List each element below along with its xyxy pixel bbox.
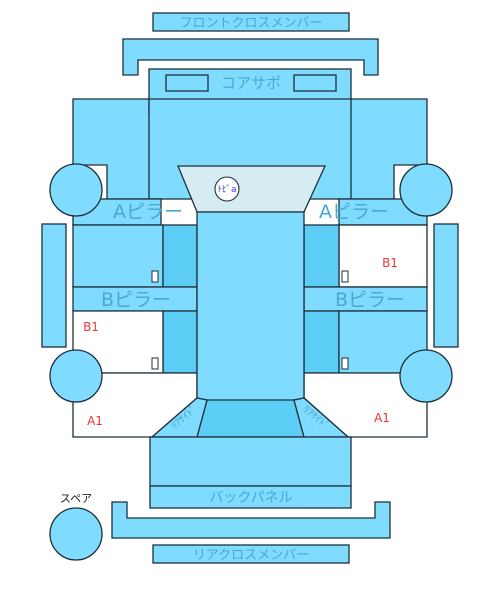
back-panel[interactable]: バックパネル xyxy=(149,485,352,509)
rear-left-wheel[interactable] xyxy=(49,349,103,403)
rear-bumper[interactable] xyxy=(111,501,391,539)
spare-label: スペア xyxy=(60,492,92,505)
rear-window[interactable] xyxy=(196,399,305,438)
front-bumper-bracket[interactable] xyxy=(122,38,379,76)
damage-b1-right: B1 xyxy=(382,256,398,270)
damage-a1-right: A1 xyxy=(374,411,390,425)
rear-cross-member[interactable]: リアクロスメンバー xyxy=(152,544,350,564)
right-inner-pillar-rear[interactable] xyxy=(303,310,340,374)
right-rocker-panel[interactable] xyxy=(433,223,459,348)
rear-cross-member-label: リアクロスメンバー xyxy=(193,548,309,563)
front-left-wheel[interactable] xyxy=(49,163,103,217)
left-rear-door-handle xyxy=(151,357,159,370)
damage-b1-left: B1 xyxy=(83,320,99,334)
spare-tire[interactable] xyxy=(49,507,103,561)
front-right-wheel[interactable] xyxy=(399,163,453,217)
damage-a1-left: A1 xyxy=(87,414,103,428)
a-pillar-right-label: Aピラー xyxy=(319,201,389,223)
back-panel-label: バックパネル xyxy=(209,490,292,506)
b-pillar-right-label: Bピラー xyxy=(335,289,405,311)
left-rocker-panel[interactable] xyxy=(41,223,67,348)
right-front-door-handle xyxy=(341,270,349,283)
roof-marker-label: ﾄﾋﾟa xyxy=(217,184,236,195)
rear-right-wheel[interactable] xyxy=(399,349,453,403)
left-front-door-handle xyxy=(151,270,159,283)
trunk[interactable] xyxy=(149,436,352,487)
left-front-door[interactable] xyxy=(72,224,164,288)
a-pillar-left-label: Aピラー xyxy=(113,201,183,223)
right-rear-door-handle xyxy=(341,357,349,370)
windshield[interactable] xyxy=(177,165,327,213)
roof-marker[interactable] xyxy=(214,176,240,202)
front-cross-member-label: フロントクロスメンバー xyxy=(179,16,322,31)
left-inner-pillar-front[interactable] xyxy=(162,224,198,288)
front-cross-member[interactable]: フロントクロスメンバー xyxy=(152,12,350,32)
b-pillar-left-label: Bピラー xyxy=(101,289,171,311)
core-support-label: コアサポ xyxy=(221,74,281,92)
left-inner-pillar-rear[interactable] xyxy=(162,310,198,374)
right-inner-pillar-front[interactable] xyxy=(303,224,340,288)
